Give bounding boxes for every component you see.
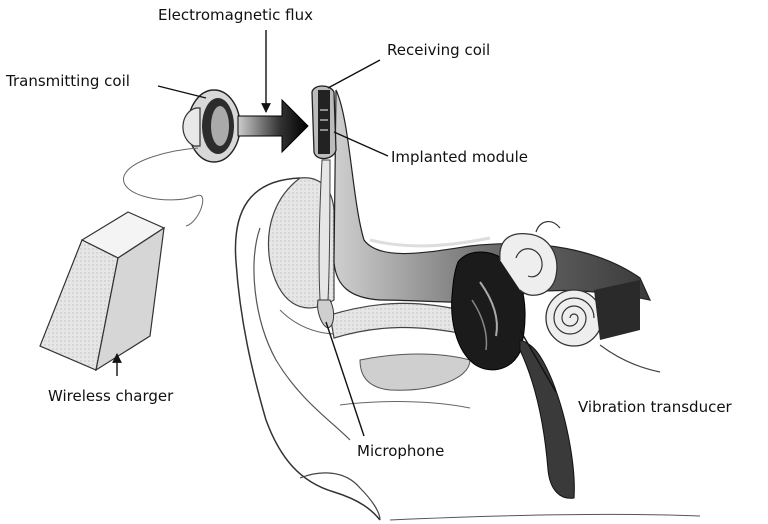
label-transmitting-coil: Transmitting coil [6,72,130,90]
transmitting-coil-pointer [158,86,206,98]
wireless-charger [40,212,164,370]
label-implanted-module: Implanted module [391,148,528,166]
label-electromagnetic-flux: Electromagnetic flux [158,6,313,24]
ear-canal [330,303,470,408]
receiving-coil-pointer [328,60,380,88]
flux-arrow [238,100,308,152]
label-vibration-transducer: Vibration transducer [578,398,732,416]
transmitting-coil [183,90,240,162]
eustachian-tube [520,340,574,498]
label-wireless-charger: Wireless charger [48,387,173,405]
label-microphone: Microphone [357,442,444,460]
microphone-pointer [326,322,364,436]
charger-cable [124,148,203,226]
label-receiving-coil: Receiving coil [387,41,490,59]
